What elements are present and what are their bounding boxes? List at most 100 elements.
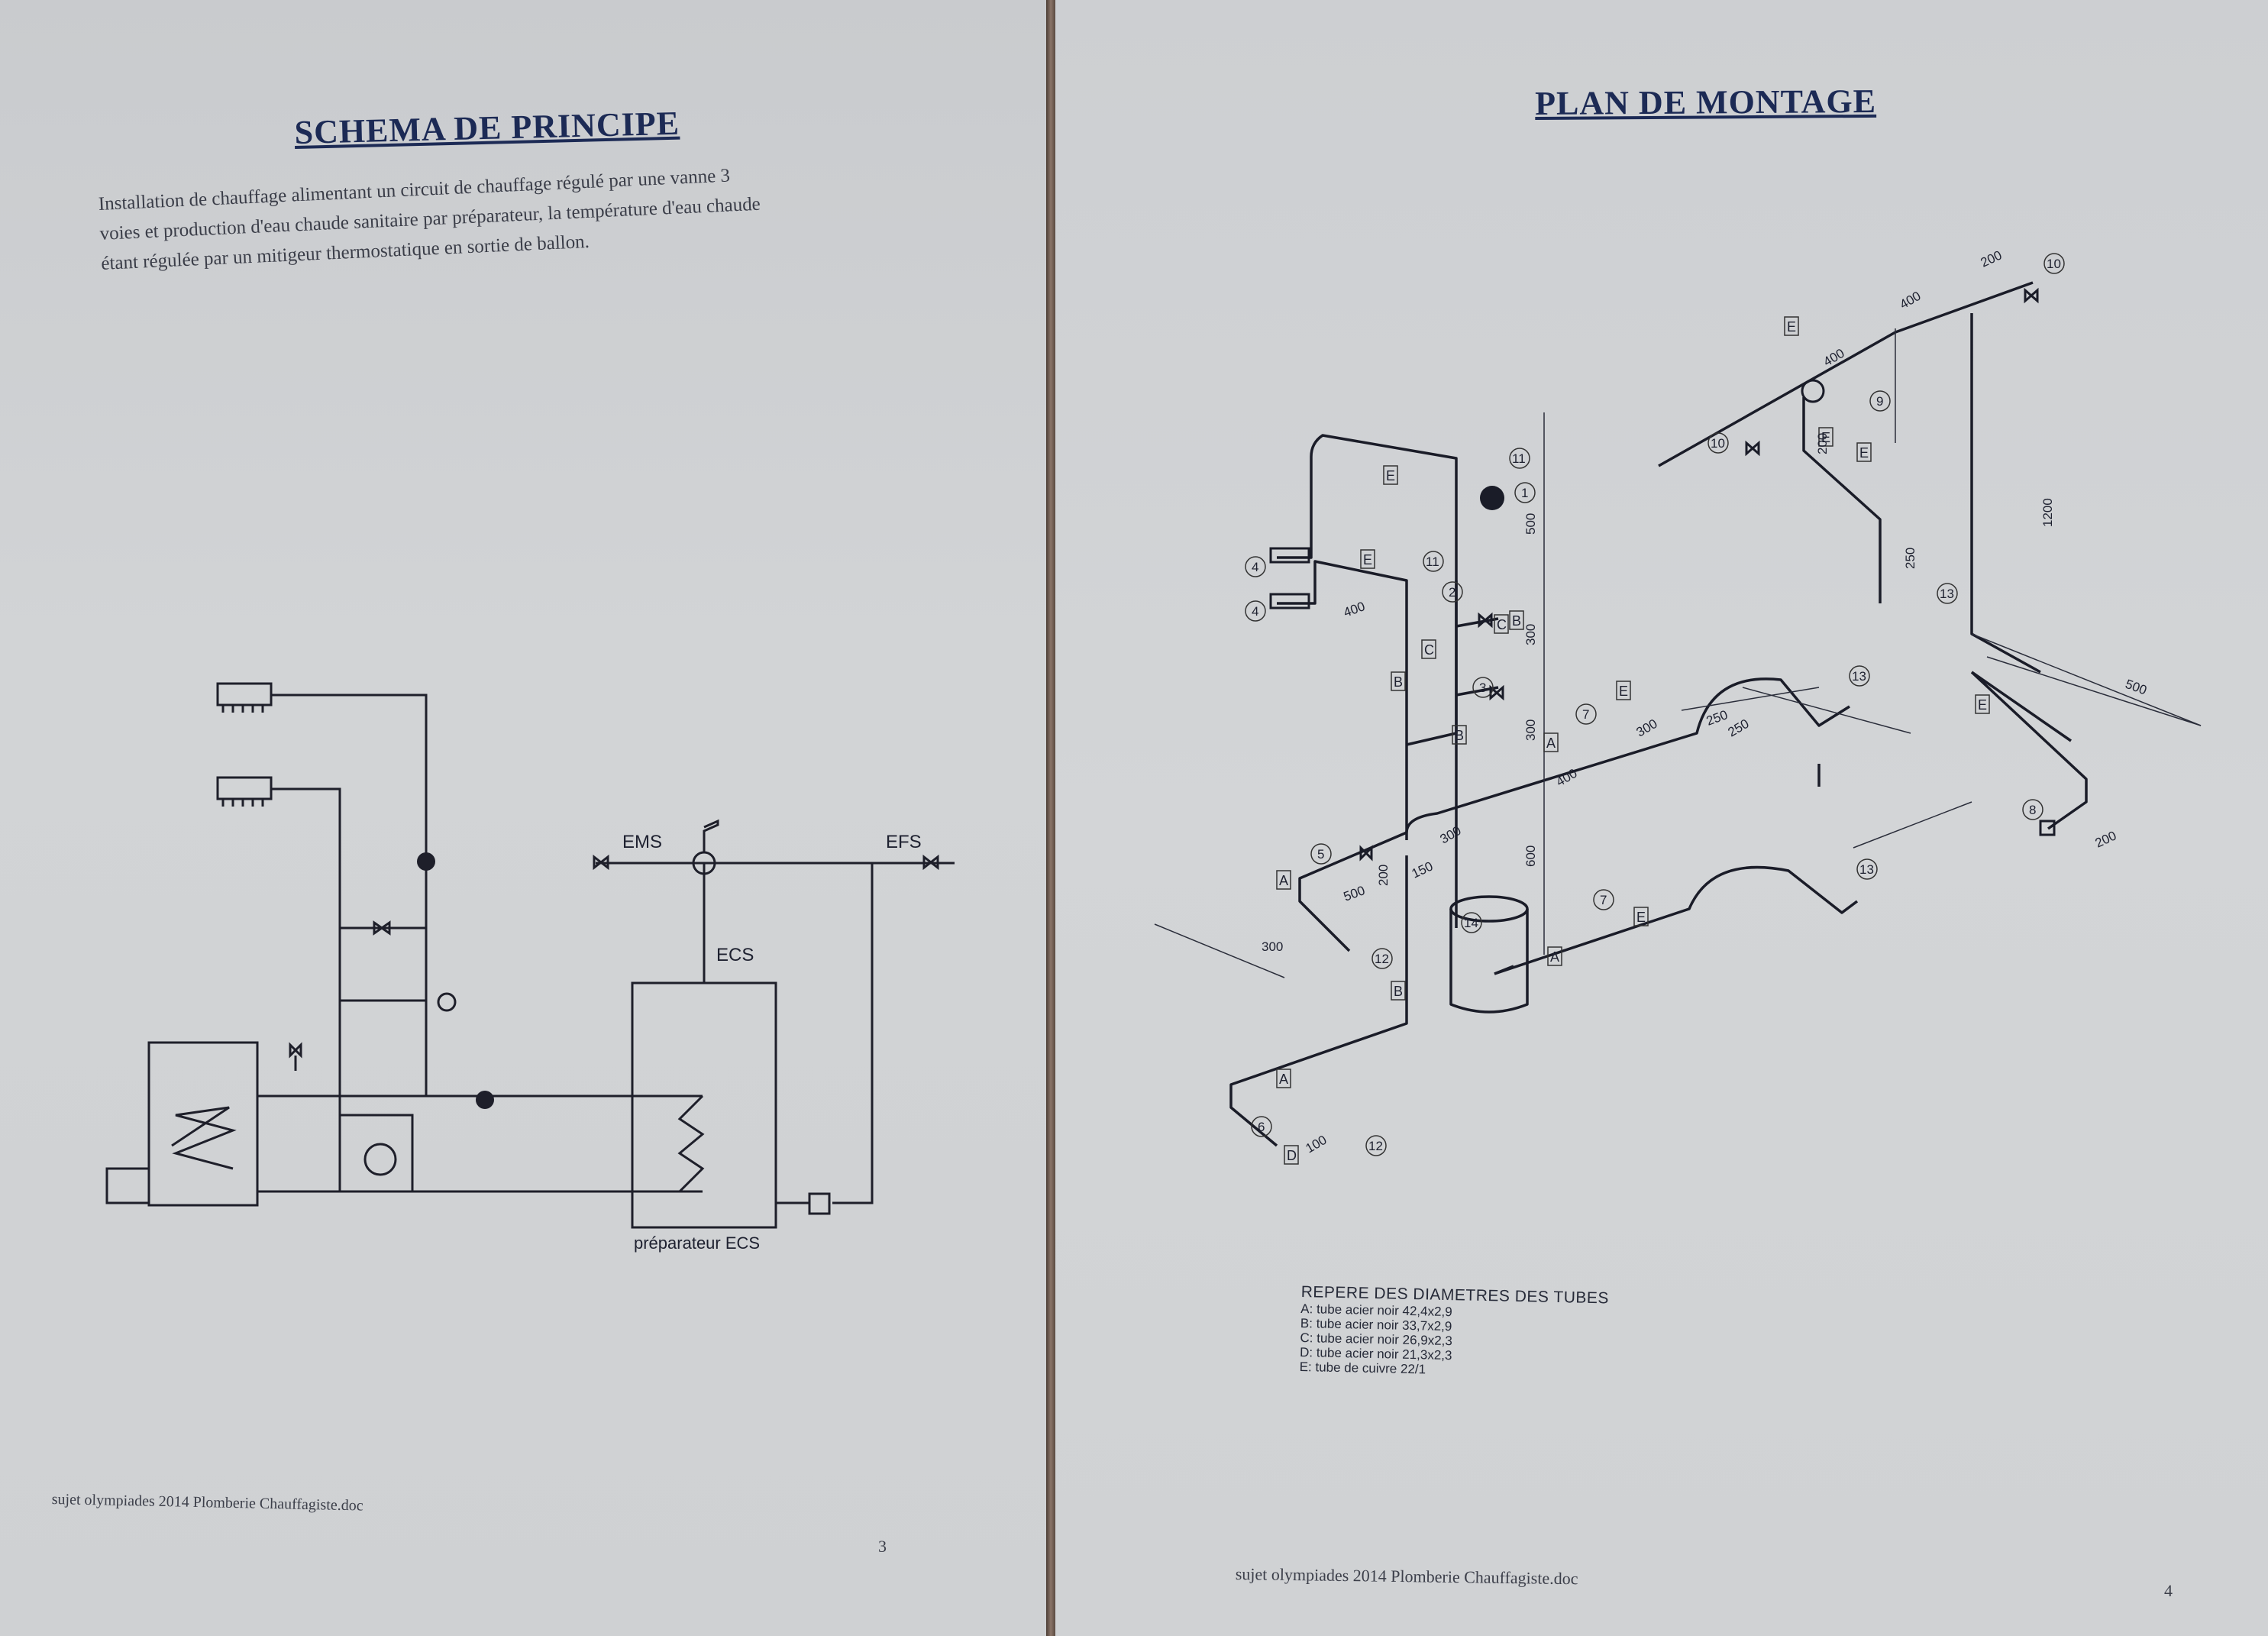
pump-icon — [417, 852, 435, 871]
svg-text:13: 13 — [1859, 862, 1874, 877]
dim-label: 250 — [1704, 707, 1730, 729]
svg-text:11: 11 — [1426, 554, 1439, 569]
svg-text:12: 12 — [1368, 1139, 1383, 1153]
svg-text:E: E — [1386, 468, 1395, 483]
svg-text:6: 6 — [1258, 1120, 1265, 1134]
safety-valve-icon — [289, 1042, 302, 1071]
svg-text:E: E — [1619, 684, 1628, 699]
pipe-letter-b1: B — [1391, 671, 1406, 691]
svg-text:4: 4 — [1252, 604, 1258, 619]
dim-label: 300 — [1523, 719, 1538, 741]
svg-text:13: 13 — [1852, 669, 1866, 684]
label-ems: EMS — [622, 832, 662, 852]
pipe-letter-d1: D — [1284, 1145, 1299, 1165]
valve-icon — [373, 920, 391, 936]
dim-label: 300 — [1262, 939, 1283, 954]
dim-label: 300 — [1523, 624, 1538, 645]
marker-5: 5 — [1310, 843, 1332, 865]
check-valve-icon — [808, 1192, 831, 1215]
boiler-icon — [147, 1041, 259, 1207]
pipe-letter-c1: C — [1421, 639, 1436, 659]
marker-7a: 7 — [1575, 703, 1597, 725]
pipe-letter-e7: E — [1818, 427, 1833, 447]
binding-gutter — [1046, 0, 1055, 1636]
pipe-letter-b3: B — [1452, 725, 1467, 745]
svg-text:12: 12 — [1375, 952, 1389, 966]
svg-text:E: E — [1821, 430, 1830, 445]
svg-text:E: E — [1363, 552, 1372, 567]
valve-icon — [593, 854, 609, 871]
pipe-letter-e6: E — [1856, 442, 1872, 462]
pipe-letter-a1: A — [1276, 870, 1291, 890]
marker-11b: 11 — [1423, 551, 1444, 572]
radiator-top-icon — [216, 682, 273, 706]
radiator-icon — [1269, 547, 1310, 564]
svg-text:B: B — [1455, 728, 1464, 743]
dim-label: 200 — [2093, 828, 2119, 850]
svg-text:8: 8 — [2029, 803, 2036, 817]
valve-icon — [2024, 287, 2039, 304]
svg-text:E: E — [1787, 319, 1796, 335]
svg-text:14: 14 — [1464, 916, 1478, 930]
marker-7b: 7 — [1593, 889, 1614, 910]
dim-label: 500 — [1342, 883, 1367, 904]
svg-text:D: D — [1287, 1148, 1297, 1163]
dim-label: 500 — [2124, 677, 2149, 698]
svg-text:B: B — [1512, 613, 1521, 629]
marker-4b: 4 — [1245, 600, 1266, 622]
pipe-letter-e1: E — [1383, 465, 1398, 485]
marker-4: 4 — [1245, 556, 1266, 577]
radiator-icon — [1269, 593, 1310, 609]
dim-label: 200 — [1376, 865, 1391, 886]
left-page: SCHEMA DE PRINCIPE Installation de chauf… — [0, 0, 1046, 1636]
pipe-letter-b4: B — [1391, 981, 1406, 1001]
pipe-letter-a4: A — [1547, 946, 1562, 966]
pipe-letter-b2: B — [1509, 610, 1524, 630]
dim-label: 100 — [1304, 1133, 1329, 1156]
expansion-vessel-icon — [363, 1143, 397, 1176]
marker-13a: 13 — [1849, 665, 1870, 687]
dim-label: 200 — [1815, 433, 1830, 454]
svg-text:A: A — [1550, 949, 1559, 965]
pipe-letter-c2: C — [1494, 614, 1509, 634]
svg-text:10: 10 — [1711, 436, 1725, 451]
pipe-letter-e2: E — [1360, 549, 1375, 569]
marker-13c: 13 — [1937, 583, 1958, 604]
dim-label: 500 — [1523, 513, 1538, 535]
valve-icon — [1745, 440, 1760, 457]
svg-text:4: 4 — [1252, 560, 1258, 574]
dim-label: 250 — [1903, 548, 1917, 569]
svg-text:10: 10 — [2047, 257, 2061, 271]
radiator-bottom-icon — [216, 776, 273, 800]
svg-text:11: 11 — [1512, 451, 1526, 466]
valve-icon — [1359, 845, 1373, 862]
marker-10b: 10 — [2043, 253, 2065, 274]
marker-10a: 10 — [1707, 432, 1729, 454]
marker-1: 1 — [1514, 482, 1536, 503]
svg-text:A: A — [1279, 873, 1288, 888]
tube-diameter-legend: REPERE DES DIAMETRES DES TUBES A: tube a… — [1300, 1283, 1610, 1380]
svg-text:7: 7 — [1582, 707, 1589, 722]
svg-text:E: E — [1636, 910, 1646, 925]
svg-text:E: E — [1859, 445, 1869, 461]
drain-icon — [2039, 820, 2056, 836]
dim-label: 300 — [1438, 823, 1464, 847]
marker-6: 6 — [1251, 1116, 1272, 1137]
svg-text:2: 2 — [1449, 585, 1455, 600]
page-number-right: 4 — [2164, 1581, 2173, 1600]
mixing-valve-icon — [1801, 379, 1825, 403]
dim-label: 400 — [1898, 289, 1924, 312]
label-ecs: ECS — [716, 945, 754, 965]
marker-12a: 12 — [1371, 948, 1393, 969]
three-way-valve-icon — [437, 992, 457, 1012]
pipe-letter-a3: A — [1543, 732, 1559, 752]
marker-12b: 12 — [1365, 1135, 1387, 1156]
pump-icon — [1480, 486, 1504, 510]
isometric-plan: E E E E E E E E B B B B C C D A A A A 40… — [1154, 247, 2202, 1165]
label-efs: EFS — [886, 832, 922, 852]
marker-8: 8 — [2022, 799, 2043, 820]
pipe-letter-e8: E — [1975, 694, 1990, 714]
label-tank: préparateur ECS — [634, 1233, 760, 1253]
dim-label: 1200 — [2040, 498, 2055, 527]
valve-icon — [1478, 612, 1493, 629]
